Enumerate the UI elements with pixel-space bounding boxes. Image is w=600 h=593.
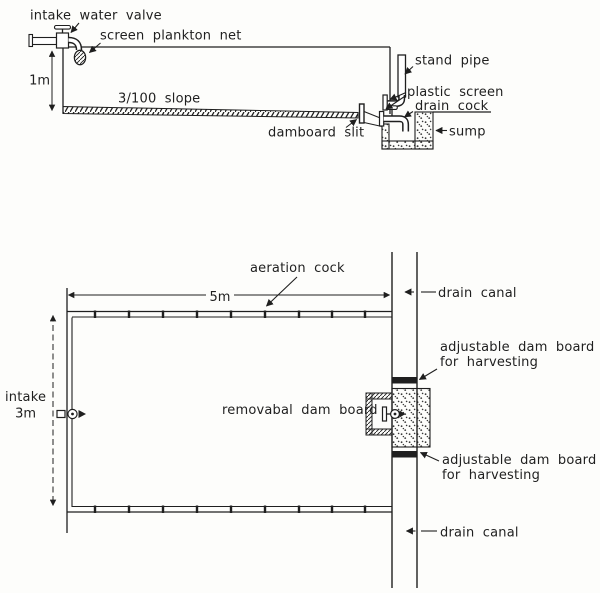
adjustable-dam-board-top-bar (392, 377, 417, 384)
stand-pipe-shape (382, 54, 407, 111)
drain-cock-label: drain cock (415, 99, 489, 114)
valve-body (55, 32, 70, 49)
adjustable-top-label-line1: adjustable dam board (440, 340, 594, 355)
intake-water-valve-label: intake water valve (30, 9, 162, 24)
plastic-screen-label: plastic screen (407, 85, 504, 100)
leader-aeration-cock (265, 276, 298, 307)
stand-pipe-label: stand pipe (415, 54, 490, 69)
intake-cock-dot (71, 412, 74, 416)
valve-handle (53, 24, 72, 30)
side-view-diagram: 1m (28, 9, 504, 150)
tank-outline-side (62, 46, 391, 119)
leader-damboard-slit (345, 119, 358, 128)
sump-right-wall (414, 111, 434, 150)
sump-basin (381, 111, 491, 150)
aeration-cock-ticks-bottom (93, 505, 367, 513)
width-dimension: intake 3m (5, 314, 57, 507)
bracket-flow-arrow (399, 410, 406, 418)
leader-plankton-net (88, 42, 101, 53)
bracket-bottom-wall (365, 428, 393, 436)
leader-adjustable-bottom (419, 451, 440, 462)
harvest-sump-stipple-box (391, 387, 431, 448)
length-dimension: 5m (67, 290, 391, 305)
spout-inner (68, 38, 81, 51)
depth-dimension: 1m (29, 50, 56, 112)
intake-cock-symbol (56, 408, 86, 420)
leader-plastic-screen-1 (389, 91, 407, 101)
intake-stub (56, 409, 66, 419)
leader-intake-valve (70, 22, 80, 34)
side-view-leader-arrows (70, 22, 447, 135)
removable-dam-board-label: removabal dam board (222, 403, 378, 418)
sloped-bottom-hatch (62, 105, 359, 119)
aeration-cock-label: aeration cock (250, 261, 345, 276)
leader-plastic-screen-2 (385, 95, 407, 110)
leader-stand-pipe (404, 66, 414, 75)
width-dimension-label: 3m (15, 407, 36, 422)
intake-pipe (31, 36, 58, 46)
intake-flow-arrow (78, 410, 86, 418)
plankton-net-icon (73, 49, 87, 66)
plan-view-leader-arrows (265, 276, 440, 535)
bracket-cock-dot (393, 412, 397, 416)
intake-label: intake (5, 390, 46, 405)
slit-plate (358, 103, 365, 124)
drain-canal-top-label: drain canal (438, 286, 517, 301)
adjustable-dam-board-bottom-bar (392, 451, 417, 458)
leader-drain-cock (403, 110, 414, 118)
plan-view-diagram: 5m intake 3m (5, 252, 596, 588)
sump-label: sump (449, 125, 486, 140)
aeration-cock-ticks-top (93, 310, 367, 318)
adjustable-bottom-label-line1: adjustable dam board (442, 453, 596, 468)
net-bag (73, 49, 87, 66)
slope-label: 3/100 slope (118, 92, 200, 107)
bracket-cock-flange (381, 406, 388, 422)
adjustable-top-label-line2: for harvesting (440, 355, 538, 370)
screen-plankton-net-label: screen plankton net (100, 29, 242, 44)
damboard-slit-label: damboard slit (268, 126, 364, 141)
drain-canal-bottom-label: drain canal (440, 526, 519, 541)
drain-canal-lines (391, 252, 418, 588)
plastic-screen-flange-lower (378, 110, 385, 127)
depth-dimension-label: 1m (29, 74, 50, 89)
removable-dam-board-bracket (365, 392, 406, 436)
tank-outline-plan (66, 288, 392, 533)
leader-adjustable-top (418, 368, 438, 380)
length-dimension-label: 5m (210, 290, 231, 305)
intake-valve-icon (28, 24, 83, 51)
adjustable-bottom-label-line2: for harvesting (442, 468, 540, 483)
stand-pipe-tube (397, 54, 407, 98)
drain-cock-body-inner (383, 116, 408, 132)
